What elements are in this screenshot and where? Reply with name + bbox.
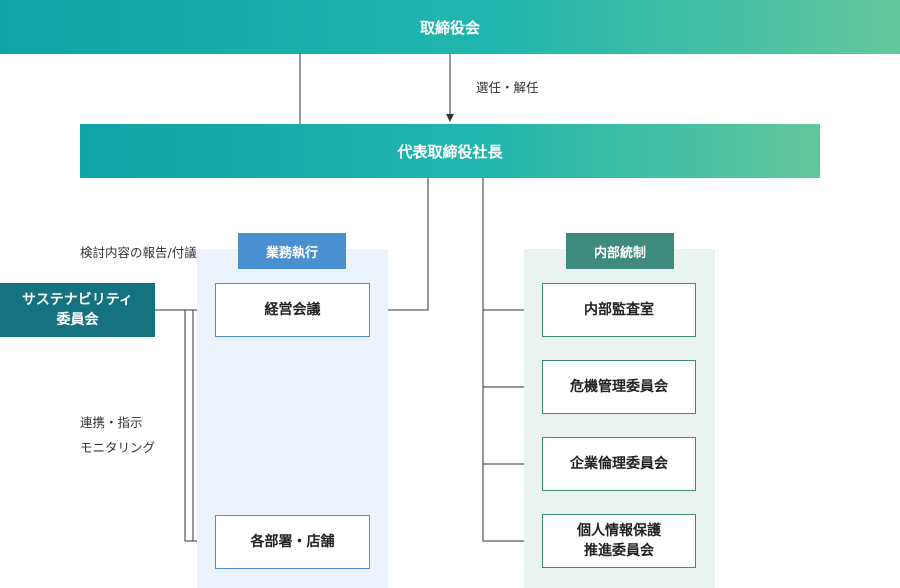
ethics-committee-box: 企業倫理委員会 <box>542 437 696 491</box>
crisis-management-box: 危機管理委員会 <box>542 360 696 414</box>
sustainability-committee-box: サステナビリティ 委員会 <box>0 283 155 337</box>
departments-box: 各部署・店舗 <box>215 515 370 569</box>
business-execution-tag-label: 業務執行 <box>265 245 318 261</box>
internal-audit-box: 内部監査室 <box>542 283 696 337</box>
board-of-directors: 取締役会 <box>0 0 900 54</box>
privacy-committee-label: 個人情報保護 推進委員会 <box>577 522 661 559</box>
management-meeting-box: 経営会議 <box>215 283 370 337</box>
appoint-label: 選任・解任 <box>476 80 539 95</box>
ceo-to-meeting-line <box>370 178 429 311</box>
ceo-label: 代表取締役社長 <box>397 142 503 161</box>
internal-control-tag: 内部統制 <box>566 233 674 269</box>
crisis-management-label: 危機管理委員会 <box>570 378 668 395</box>
ceo-box: 代表取締役社長 <box>80 124 820 178</box>
internal-audit-label: 内部監査室 <box>584 301 654 318</box>
ethics-committee-label: 企業倫理委員会 <box>570 455 668 472</box>
board-label: 取締役会 <box>419 18 480 37</box>
sustainability-committee-label: サステナビリティ 委員会 <box>22 291 133 328</box>
privacy-committee-box: 個人情報保護 推進委員会 <box>542 514 696 568</box>
business-execution-tag: 業務執行 <box>238 233 346 269</box>
internal-control-tag-label: 内部統制 <box>593 245 646 261</box>
monitoring-label: モニタリング <box>80 440 156 455</box>
management-meeting-label: 経営会議 <box>264 301 321 318</box>
ceo-to-internal-line <box>482 178 542 542</box>
coordination-label: 連携・指示 <box>80 415 143 430</box>
departments-label: 各部署・店舗 <box>250 533 335 550</box>
report-label: 検討内容の報告/付議 <box>80 245 197 260</box>
